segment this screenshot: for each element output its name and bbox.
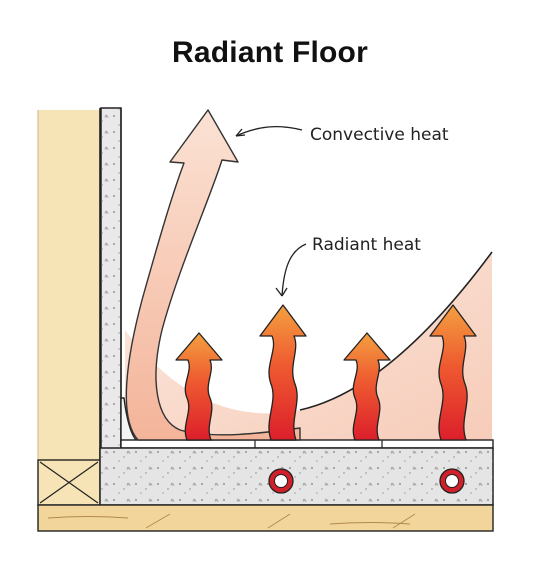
drywall-texture — [101, 108, 121, 458]
radiant-arrow-2 — [259, 304, 307, 441]
floor-seams — [254, 440, 383, 448]
radiant-arrow-1 — [175, 332, 223, 441]
convective-leader-head — [235, 128, 246, 137]
heating-pipes — [268, 468, 465, 494]
pipe-2-bore — [445, 474, 459, 488]
diagram-title: Radiant Floor — [172, 36, 368, 69]
radiant-heat-label: Radiant heat — [312, 235, 421, 255]
radiant-leader-head — [275, 287, 288, 297]
radiant-leader — [281, 243, 307, 297]
sill-cross — [39, 461, 99, 504]
convective-heat-label: Convective heat — [310, 125, 449, 145]
pipe-1-bore — [274, 474, 288, 488]
wall-cavity — [38, 110, 100, 460]
radiant-heat-arrows — [175, 304, 477, 441]
radiant-arrow-3 — [343, 332, 391, 441]
heat-glow — [125, 252, 492, 440]
finished-floor — [120, 439, 494, 449]
radiant-arrow-4 — [429, 304, 477, 441]
slab-texture — [100, 448, 493, 505]
convective-leader — [235, 126, 303, 137]
subfloor-grain — [47, 513, 416, 529]
subfloor — [37, 504, 494, 532]
heat-glow-boundary — [299, 251, 493, 411]
